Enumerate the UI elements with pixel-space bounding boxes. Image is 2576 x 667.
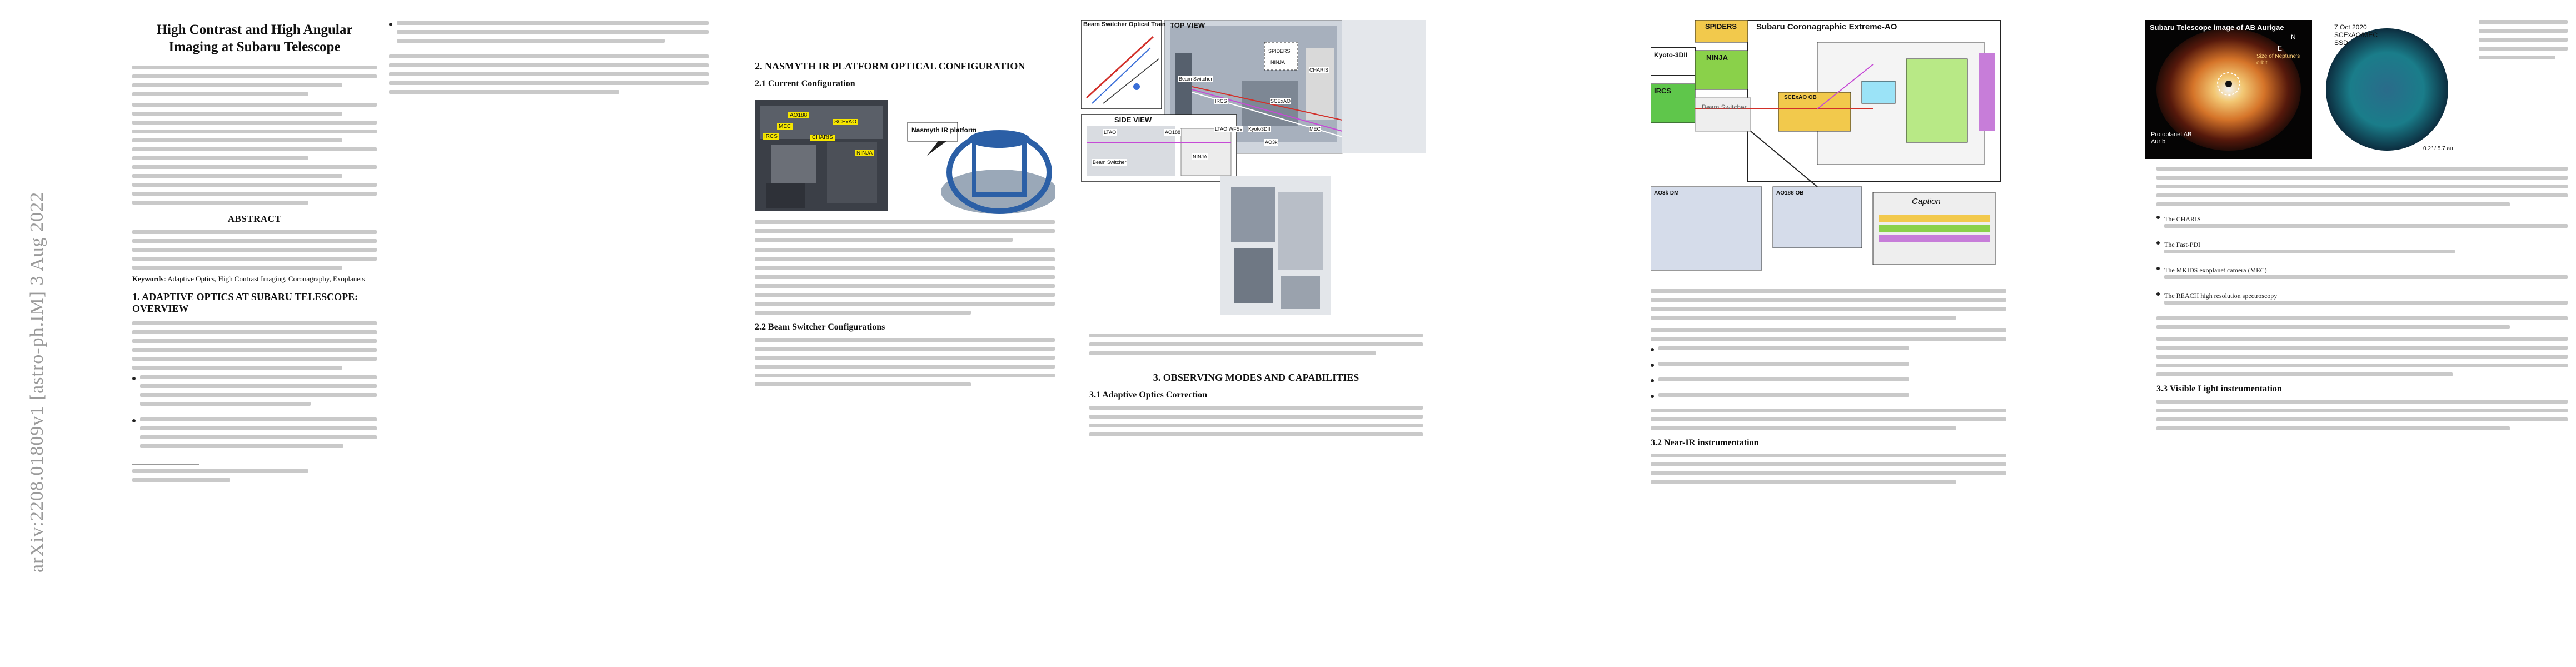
fig4-mode: SSD (2334, 39, 2348, 47)
fig2-label-kyoto3dii: Kyoto3DII (1248, 126, 1271, 132)
arxiv-stamp: arXiv:2208.01809v1 [astro-ph.IM] 3 Aug 2… (27, 191, 47, 573)
page-1-body: High Contrast and High Angular Imaging a… (132, 21, 377, 487)
fig2-label-mec: MEC (1309, 126, 1321, 132)
fig2-title-optical-train: Beam Switcher Optical Train (1083, 21, 1166, 28)
fig2-label-spiders: SPIDERS (1268, 48, 1291, 54)
page-2: 2. NASMYTH IR PLATFORM OPTICAL CONFIGURA… (723, 0, 1439, 667)
fig2-label-beam-switcher: Beam Switcher (1178, 76, 1213, 82)
page-1: arXiv:2208.01809v1 [astro-ph.IM] 3 Aug 2… (0, 0, 723, 667)
subsection-2-1: 2.1 Current Configuration (755, 79, 855, 88)
page-3: Subaru Coronagraphic Extreme-AO Kyoto-3D… (1439, 0, 2145, 667)
section-1-heading: 1. ADAPTIVE OPTICS AT SUBARU TELESCOPE: … (132, 291, 358, 314)
figure-1-label: Nasmyth IR platform (911, 126, 977, 134)
page-4-text: The CHARIS The Fast-PDI The MKIDS exopla… (2156, 167, 2568, 435)
fig3-box-scexao-ob: SCExAO OB (1784, 94, 1817, 101)
fig3-caption-box: Caption (1912, 197, 1941, 206)
bullet-reach: The REACH high resolution spectroscopy (2164, 292, 2278, 300)
section-1-text (132, 321, 377, 370)
fig4-compass-e: E (2278, 44, 2283, 52)
subsection-3-2: 3.2 Near-IR instrumentation (1651, 438, 1759, 447)
figure-2: Beam Switcher Optical Train TOP VIEW SID… (1080, 19, 1426, 320)
page-3-text: 3.2 Near-IR instrumentation (1651, 289, 2006, 489)
subsection-2-2: 2.2 Beam Switcher Configurations (755, 322, 885, 332)
footnote (132, 469, 377, 482)
fig3-box-ao188-ob: AO188 OB (1776, 190, 1804, 196)
abstract-heading: ABSTRACT (227, 213, 282, 224)
fig1-tag-charis: CHARIS (810, 135, 835, 141)
fig2-title-top-view: TOP VIEW (1170, 21, 1205, 29)
fig3-box-beam-switcher: Beam Switcher (1702, 103, 1747, 111)
section-2-heading: 2. NASMYTH IR PLATFORM OPTICAL CONFIGURA… (755, 61, 1025, 72)
fig3-box-ircs: IRCS (1654, 87, 1672, 95)
page-1-right-column (389, 21, 709, 102)
fig4-compass-n: N (2291, 33, 2296, 41)
fig4-scale: 0.2" / 5.7 au (2423, 146, 2453, 152)
fig1-tag-ircs: IRCS (763, 133, 779, 140)
figure-2-caption (1089, 334, 1423, 355)
fig4-instrument: SCExAO/MEC (2334, 31, 2378, 39)
fig2-label-ninja: NINJA (1270, 59, 1286, 66)
fig2-label-charis: CHARIS (1309, 67, 1329, 73)
bullet-fast-pdi: The Fast-PDI (2164, 241, 2200, 248)
fig1-tag-ninja: NINJA (855, 150, 874, 156)
fig4-annotation-protoplanet: Protoplanet AB Aur b (2151, 131, 2192, 145)
section-2-2-text (755, 338, 1055, 386)
figure-1: Nasmyth IR platform AO188 SCExAO CHARIS … (755, 94, 1058, 217)
figure-3-caption (1651, 289, 2006, 320)
fig2-label-beam-switcher-side: Beam Switcher (1092, 159, 1127, 166)
section-3-heading: 3. OBSERVING MODES AND CAPABILITIES (1153, 372, 1359, 383)
keywords: Keywords: Adaptive Optics, High Contrast… (132, 275, 365, 283)
fig3-title: Subaru Coronagraphic Extreme-AO (1756, 22, 1897, 32)
fig1-tag-scexao: SCExAO (833, 119, 859, 125)
figure-3: Subaru Coronagraphic Extreme-AO Kyoto-3D… (1650, 19, 2006, 276)
subsection-3-1: 3.1 Adaptive Optics Correction (1089, 390, 1208, 400)
section-1-bullets (132, 375, 377, 453)
fig2-title-side-view: SIDE VIEW (1114, 116, 1152, 124)
fig2-label-ninja-side: NINJA (1192, 153, 1208, 160)
affiliations (132, 103, 377, 205)
page-2-right-text: 3. OBSERVING MODES AND CAPABILITIES 3.1 … (1089, 334, 1423, 441)
fig3-box-ao3k-dm: AO3k DM (1654, 190, 1679, 196)
figure-4: Subaru Telescope image of AB Aurigae Siz… (2145, 20, 2479, 159)
fig2-label-ircs: IRCS (1214, 98, 1228, 104)
paper-title: High Contrast and High Angular Imaging a… (156, 22, 353, 54)
figure-4-caption (2479, 20, 2568, 64)
fig2-label-scexao: SCExAO (1270, 98, 1292, 104)
fig4-date: 7 Oct 2020 (2334, 23, 2367, 31)
subsection-3-3: 3.3 Visible Light instrumentation (2156, 384, 2282, 394)
fig4-annotation-neptune: Size of Neptune's orbit (2256, 53, 2300, 66)
abstract-text (132, 230, 377, 270)
fig4-image-title: Subaru Telescope image of AB Aurigae (2150, 23, 2284, 32)
fig3-box-ninja: NINJA (1706, 53, 1728, 62)
bullet-charis: The CHARIS (2164, 215, 2201, 223)
fig3-box-kyoto3dii: Kyoto-3DII (1654, 51, 1687, 59)
fig2-label-ltao-wfss: LTAO WFSs (1214, 126, 1243, 132)
figure-3-diagram (1650, 19, 2001, 271)
fig2-label-ao188: AO188 (1164, 129, 1182, 136)
fig2-label-ao3k: AO3k (1264, 139, 1278, 146)
section-3-1-text (1089, 406, 1423, 436)
fig1-tag-ao188: AO188 (788, 112, 809, 118)
figure-4-images (2145, 20, 2457, 159)
fig1-tag-mec: MEC (777, 123, 793, 130)
page-2-left: 2. NASMYTH IR PLATFORM OPTICAL CONFIGURA… (755, 53, 1058, 394)
figure-2-diagram (1080, 19, 1426, 315)
fig3-box-spiders: SPIDERS (1705, 22, 1737, 31)
bullet-mec: The MKIDS exoplanet camera (MEC) (2164, 266, 2267, 274)
fig2-label-ltao: LTAO (1103, 129, 1117, 136)
page-4: Subaru Telescope image of AB Aurigae Siz… (2145, 0, 2576, 667)
author-block (132, 66, 377, 96)
section-2-1-text (755, 248, 1055, 315)
figure-1-caption (755, 220, 1055, 242)
